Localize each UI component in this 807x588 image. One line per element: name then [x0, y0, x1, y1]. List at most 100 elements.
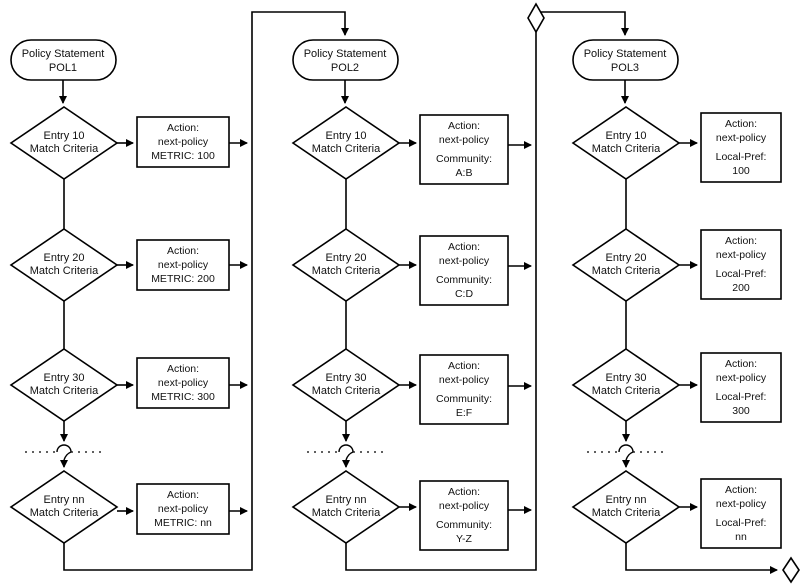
action-line: METRIC: 100	[151, 150, 215, 162]
action-line: Action:	[448, 360, 480, 372]
entry-label: Entry 10	[606, 130, 647, 142]
connector-pol3-exit	[625, 543, 778, 574]
policy-statement-name: POL1	[49, 62, 77, 74]
action-line: Local-Pref:	[716, 151, 767, 163]
entry-criteria: Match Criteria	[30, 385, 99, 397]
policy-statement-name: POL3	[611, 62, 639, 74]
action-line: next-policy	[439, 134, 490, 146]
action-line: next-policy	[439, 500, 490, 512]
entry-10-action-box	[700, 112, 782, 183]
entry-label: Entry 30	[606, 372, 647, 384]
entry-criteria: Match Criteria	[312, 507, 381, 519]
action-line: next-policy	[158, 259, 209, 271]
entry-criteria: Match Criteria	[30, 507, 99, 519]
entry-criteria: Match Criteria	[312, 143, 381, 155]
action-line: next-policy	[716, 249, 767, 261]
entry-label: Entry 30	[44, 372, 85, 384]
action-line: Community:	[436, 519, 492, 531]
entry-criteria: Match Criteria	[312, 265, 381, 277]
action-line: Action:	[167, 363, 199, 375]
action-line: Community:	[436, 153, 492, 165]
policy-column-pol1: Policy Statement POL1 Entry 10 Match Cri…	[9, 39, 248, 544]
action-line: Y-Z	[456, 533, 473, 545]
action-line: nn	[735, 531, 747, 543]
entry-label: Entry 20	[606, 252, 647, 264]
policy-statement-title: Policy Statement	[304, 48, 387, 60]
entry-30-action-box	[419, 354, 509, 425]
entry-criteria: Match Criteria	[592, 507, 661, 519]
entry-30-action-box	[136, 357, 230, 409]
entry-30-action-box	[700, 352, 782, 423]
policy-statement-box	[10, 39, 117, 81]
entry-nn-match-diamond	[571, 470, 681, 544]
action-line: next-policy	[716, 132, 767, 144]
action-line: Action:	[725, 235, 757, 247]
action-line: Action:	[167, 245, 199, 257]
entry-criteria: Match Criteria	[592, 143, 661, 155]
action-line: Action:	[448, 241, 480, 253]
action-line: Community:	[436, 274, 492, 286]
entry-label: Entry 20	[326, 252, 367, 264]
action-line: 100	[732, 165, 750, 177]
action-line: next-policy	[158, 503, 209, 515]
entry-label: Entry 10	[326, 130, 367, 142]
entry-criteria: Match Criteria	[592, 265, 661, 277]
entry-criteria: Match Criteria	[30, 143, 99, 155]
entry-label: Entry 10	[44, 130, 85, 142]
connector-pol2-to-pol3	[345, 11, 629, 571]
policy-statement-name: POL2	[331, 62, 359, 74]
action-line: E:F	[456, 407, 472, 419]
entry-label: Entry nn	[326, 494, 367, 506]
entry-nn-match-diamond	[9, 470, 119, 544]
entry-10-action-box	[419, 114, 509, 185]
policy-statement-title: Policy Statement	[584, 48, 667, 60]
action-line: METRIC: 300	[151, 391, 215, 403]
policy-column-pol2: Policy Statement POL2 Entry 10 Match Cri…	[291, 39, 532, 551]
action-line: C:D	[455, 288, 474, 300]
action-line: next-policy	[158, 136, 209, 148]
entry-nn-action-box	[700, 478, 782, 549]
continuation-symbol	[338, 444, 354, 461]
action-line: Action:	[167, 489, 199, 501]
connector-pol1-to-pol2	[63, 11, 349, 571]
action-line: Local-Pref:	[716, 517, 767, 529]
action-line: METRIC: 200	[151, 273, 215, 285]
entry-label: Entry nn	[44, 494, 85, 506]
entry-criteria: Match Criteria	[592, 385, 661, 397]
action-line: METRIC: nn	[154, 517, 212, 529]
entry-nn-match-diamond	[291, 470, 401, 544]
action-line: next-policy	[716, 498, 767, 510]
policy-statement-box	[572, 39, 679, 81]
action-line: next-policy	[158, 377, 209, 389]
action-line: Community:	[436, 393, 492, 405]
action-line: next-policy	[716, 372, 767, 384]
action-line: Action:	[167, 122, 199, 134]
merge-diamond-top	[527, 2, 545, 34]
entry-label: Entry 20	[44, 252, 85, 264]
merge-diamond-exit	[782, 556, 800, 584]
entry-criteria: Match Criteria	[312, 385, 381, 397]
policy-column-pol3: Policy Statement POL3 Entry 10 Match Cri…	[571, 39, 782, 549]
action-line: Action:	[448, 120, 480, 132]
entry-10-action-box	[136, 116, 230, 168]
continuation-symbol	[618, 444, 634, 461]
entry-criteria: Match Criteria	[30, 265, 99, 277]
entry-20-action-box	[700, 229, 782, 300]
action-line: Local-Pref:	[716, 391, 767, 403]
entry-nn-action-box	[136, 483, 230, 535]
policy-statement-box	[292, 39, 399, 81]
action-line: Action:	[448, 486, 480, 498]
action-line: Local-Pref:	[716, 268, 767, 280]
entry-20-action-box	[419, 235, 509, 306]
action-line: 200	[732, 282, 750, 294]
policy-statement-title: Policy Statement	[22, 48, 105, 60]
continuation-symbol	[56, 444, 72, 461]
entry-nn-action-box	[419, 480, 509, 551]
action-line: next-policy	[439, 374, 490, 386]
action-line: next-policy	[439, 255, 490, 267]
action-line: 300	[732, 405, 750, 417]
entry-label: Entry 30	[326, 372, 367, 384]
entry-20-action-box	[136, 239, 230, 291]
action-line: Action:	[725, 484, 757, 496]
